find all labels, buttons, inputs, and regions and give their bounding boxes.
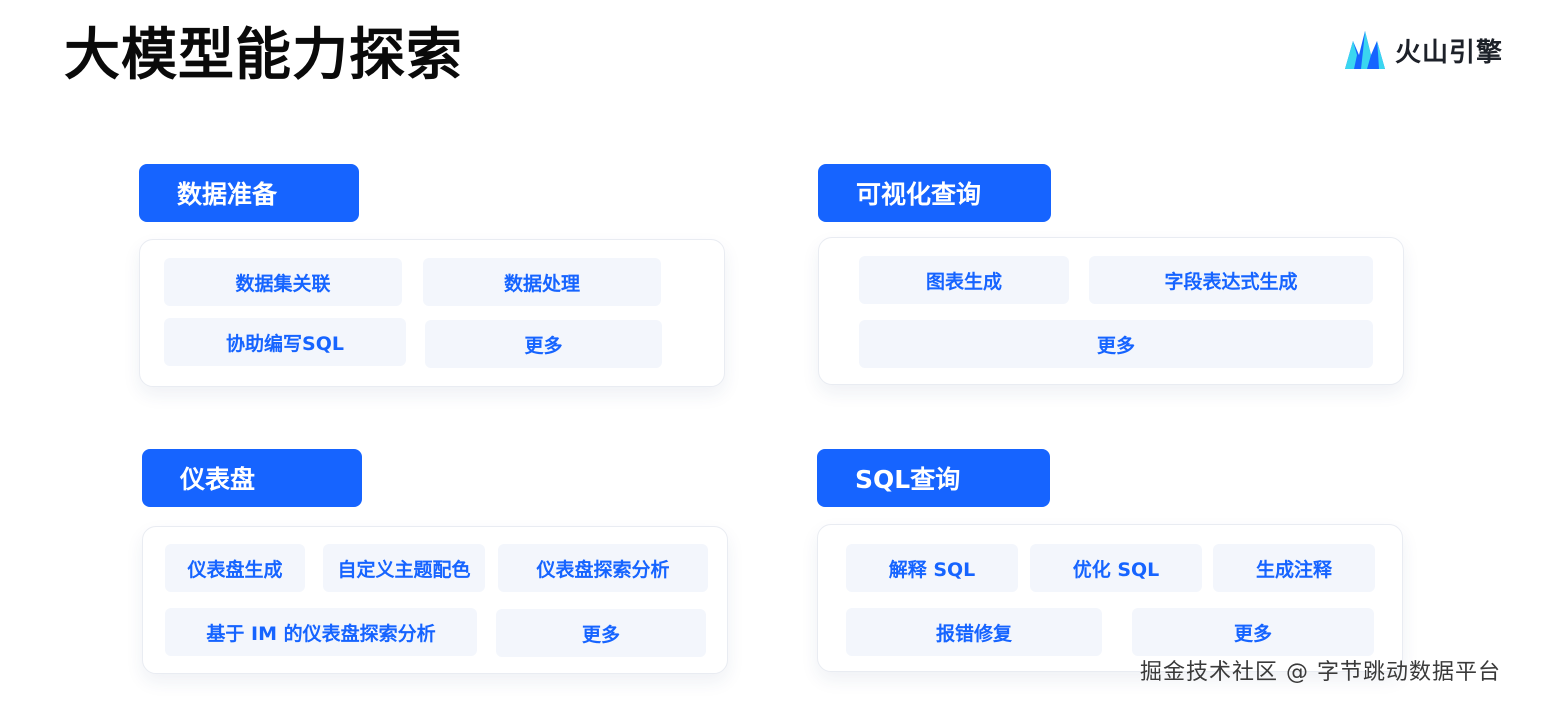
chip-assist-sql[interactable]: 协助编写SQL [164, 318, 406, 366]
chip-dashboard-exploration[interactable]: 仪表盘探索分析 [498, 544, 708, 592]
chip-data-processing[interactable]: 数据处理 [423, 258, 661, 306]
chip-more-dashboard[interactable]: 更多 [496, 609, 706, 657]
logo-text: 火山引擎 [1395, 37, 1504, 68]
chip-dataset-association[interactable]: 数据集关联 [164, 258, 402, 306]
chip-explain-sql[interactable]: 解释 SQL [846, 544, 1018, 592]
chip-error-fix[interactable]: 报错修复 [846, 608, 1102, 656]
section-header-sql-query: SQL查询 [817, 449, 1050, 507]
chip-more-sql-query[interactable]: 更多 [1132, 608, 1374, 656]
section-header-dashboard: 仪表盘 [142, 449, 362, 507]
chip-custom-theme[interactable]: 自定义主题配色 [323, 544, 485, 592]
chip-dashboard-generation[interactable]: 仪表盘生成 [165, 544, 305, 592]
chip-chart-generation[interactable]: 图表生成 [859, 256, 1069, 304]
chip-optimize-sql[interactable]: 优化 SQL [1030, 544, 1202, 592]
chip-im-dashboard-exploration[interactable]: 基于 IM 的仪表盘探索分析 [165, 608, 477, 656]
chip-generate-comments[interactable]: 生成注释 [1213, 544, 1375, 592]
volcano-logo-icon [1345, 31, 1385, 69]
card-data-prep: 数据集关联 数据处理 协助编写SQL 更多 [139, 239, 725, 387]
card-dashboard: 仪表盘生成 自定义主题配色 仪表盘探索分析 基于 IM 的仪表盘探索分析 更多 [142, 526, 728, 674]
card-visual-query: 图表生成 字段表达式生成 更多 [818, 237, 1404, 385]
page-title: 大模型能力探索 [64, 23, 463, 88]
watermark-text: 掘金技术社区 @ 字节跳动数据平台 [1140, 660, 1501, 685]
chip-field-expression[interactable]: 字段表达式生成 [1089, 256, 1373, 304]
section-header-visual-query: 可视化查询 [818, 164, 1051, 222]
section-header-data-prep: 数据准备 [139, 164, 359, 222]
brand-logo: 火山引擎 [1345, 30, 1503, 70]
card-sql-query: 解释 SQL 优化 SQL 生成注释 报错修复 更多 [817, 524, 1403, 672]
chip-more-data-prep[interactable]: 更多 [425, 320, 662, 368]
chip-more-visual-query[interactable]: 更多 [859, 320, 1373, 368]
